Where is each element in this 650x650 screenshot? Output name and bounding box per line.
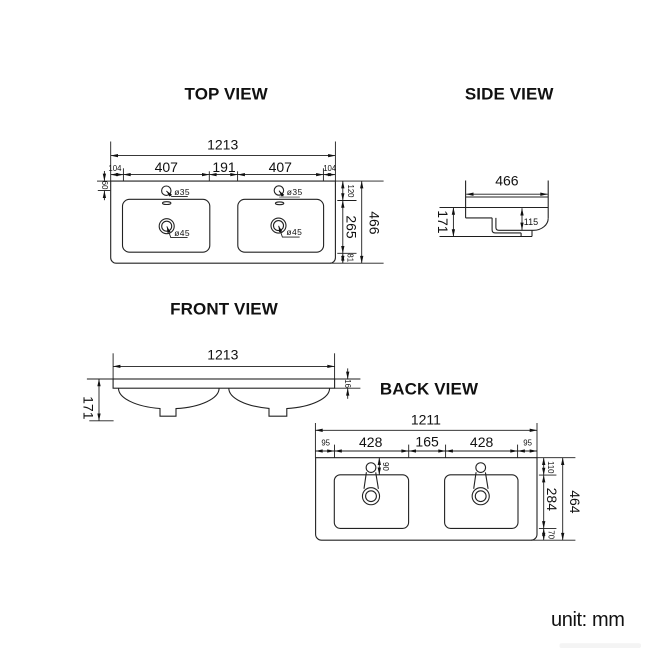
svg-text:428: 428 — [470, 434, 494, 450]
svg-text:110: 110 — [546, 461, 555, 474]
svg-text:95: 95 — [523, 439, 532, 448]
svg-text:ø35: ø35 — [174, 187, 190, 197]
svg-text:FRONT VIEW: FRONT VIEW — [170, 299, 279, 318]
svg-text:171: 171 — [80, 396, 96, 420]
svg-text:BACK VIEW: BACK VIEW — [380, 380, 479, 399]
svg-text:SIDE VIEW: SIDE VIEW — [465, 85, 555, 104]
svg-text:407: 407 — [269, 159, 293, 175]
svg-text:ø45: ø45 — [286, 227, 302, 237]
svg-text:1213: 1213 — [207, 347, 238, 363]
svg-text:1213: 1213 — [207, 136, 238, 152]
svg-text:ø45: ø45 — [174, 228, 190, 238]
svg-text:466: 466 — [495, 173, 519, 189]
svg-text:60: 60 — [100, 181, 109, 190]
svg-text:unit: mm: unit: mm — [551, 609, 624, 631]
svg-text:284: 284 — [544, 488, 560, 512]
svg-text:191: 191 — [212, 159, 236, 175]
svg-text:165: 165 — [415, 434, 439, 450]
svg-text:120: 120 — [346, 184, 355, 198]
svg-text:466: 466 — [366, 211, 382, 235]
svg-text:ø35: ø35 — [287, 187, 303, 197]
svg-text:104: 104 — [108, 164, 122, 173]
svg-text:171: 171 — [435, 210, 451, 234]
svg-text:115: 115 — [524, 217, 538, 227]
svg-text:95: 95 — [321, 439, 330, 448]
svg-text:TOP VIEW: TOP VIEW — [185, 85, 269, 104]
svg-text:104: 104 — [323, 164, 337, 173]
svg-text:90: 90 — [381, 462, 390, 471]
svg-text:407: 407 — [155, 159, 179, 175]
svg-text:428: 428 — [359, 434, 383, 450]
svg-text:464: 464 — [567, 490, 583, 514]
svg-text:16: 16 — [343, 379, 352, 388]
svg-text:70: 70 — [546, 530, 555, 539]
svg-text:265: 265 — [343, 215, 359, 239]
svg-text:1211: 1211 — [411, 411, 441, 427]
svg-text:81: 81 — [346, 253, 355, 262]
